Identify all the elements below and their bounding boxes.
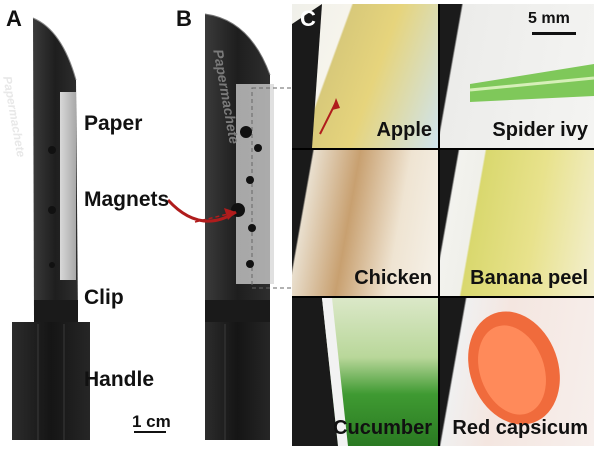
tile-label: Apple <box>376 119 432 141</box>
label-magnets: Magnets <box>84 188 170 211</box>
tile-banana-peel: Banana peel <box>440 150 594 296</box>
tile-spider-ivy: Spider ivy <box>440 4 594 148</box>
tile-cucumber: Cucumber <box>292 298 438 446</box>
tile-chicken: Chicken <box>292 150 438 296</box>
scale-bar-c <box>532 32 576 35</box>
tile-red-capsicum: Red capsicum <box>440 298 594 446</box>
panel-letter-a: A <box>6 6 22 31</box>
handle-b <box>205 322 270 440</box>
magnet <box>246 260 254 268</box>
tile-label: Cucumber <box>333 417 432 439</box>
scale-label-a: 1 cm <box>132 412 171 431</box>
paper-b <box>236 84 274 284</box>
tile-apple: Apple <box>292 4 438 148</box>
tile-label: Banana peel <box>470 267 588 289</box>
panel-letter-b: B <box>176 6 192 31</box>
handle-a <box>12 322 90 440</box>
magnet <box>254 144 262 152</box>
label-handle: Handle <box>84 368 155 391</box>
label-clip: Clip <box>84 286 124 309</box>
knife-a <box>12 17 90 440</box>
label-paper: Paper <box>84 112 143 135</box>
apple-arrow <box>292 4 340 148</box>
magnet <box>248 224 256 232</box>
scale-label-c: 5 mm <box>528 10 570 27</box>
tile-label: Spider ivy <box>492 119 588 141</box>
tile-label: Chicken <box>354 267 432 289</box>
photo-grid: Apple Spider ivy Chicken Banana peel Cuc… <box>292 4 594 446</box>
panel-letter-c: C <box>300 6 316 31</box>
tile-label: Red capsicum <box>452 417 588 439</box>
knife-b <box>204 13 295 440</box>
paper-strip-a <box>60 92 76 280</box>
magnet <box>246 176 254 184</box>
magnet <box>240 126 252 138</box>
